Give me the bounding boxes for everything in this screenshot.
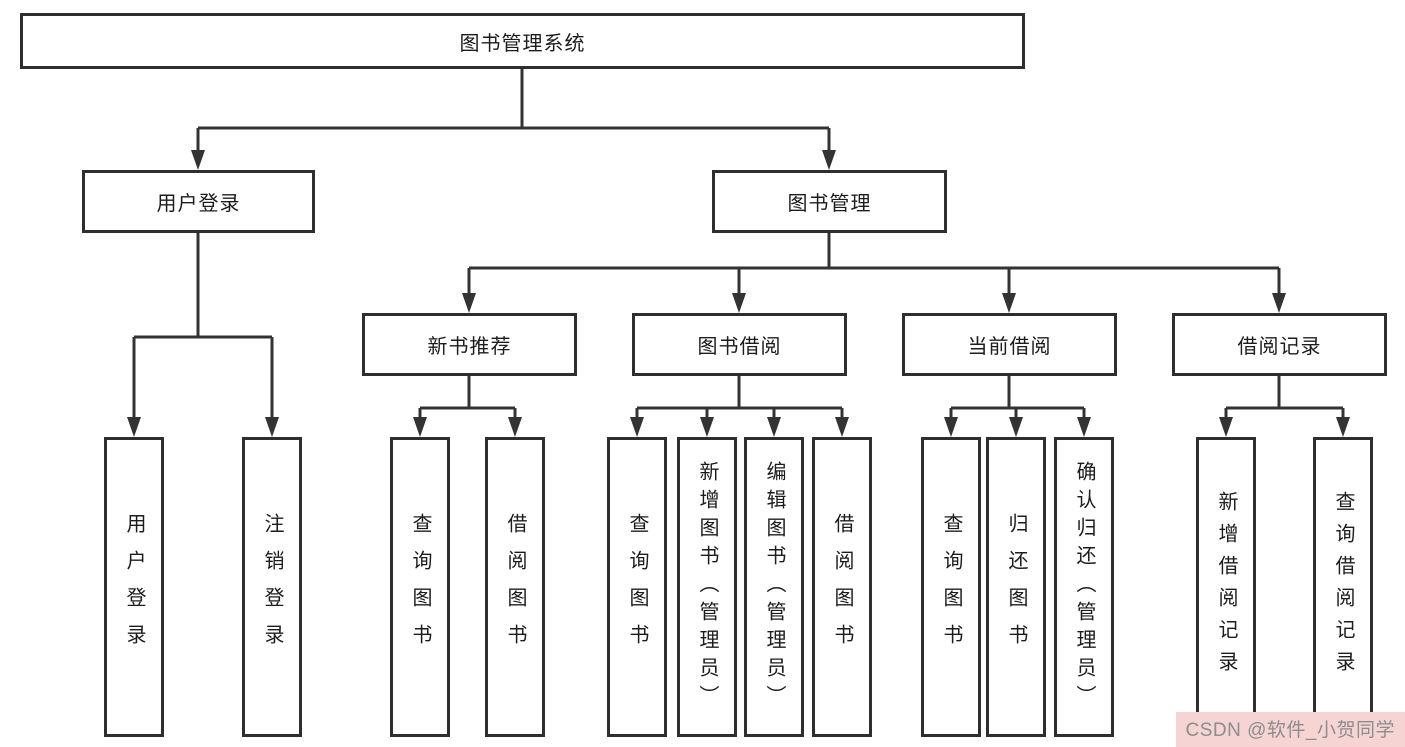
arrow-down-icon	[835, 417, 849, 437]
arrow-down-icon	[767, 417, 781, 437]
leaf-query-books-current: 查询图书	[921, 437, 981, 737]
arrowheads-level2	[191, 150, 836, 170]
csdn-watermark: CSDN @软件_小贺同学	[1175, 712, 1405, 747]
leaf-query-borrow-record: 查询借阅记录	[1313, 437, 1373, 737]
leaf-label: 新增图书（管理员）	[696, 461, 718, 713]
arrow-down-icon	[265, 417, 279, 437]
leaf-label: 查询借阅记录	[1332, 491, 1354, 683]
arrow-down-icon	[413, 417, 427, 437]
arrowheads-level3	[462, 293, 1286, 313]
node-current-borrow: 当前借阅	[902, 313, 1117, 376]
leaf-label: 用户登录	[123, 513, 145, 661]
arrow-down-icon	[191, 150, 205, 170]
arrow-down-icon	[1336, 417, 1350, 437]
node-user-login: 用户登录	[82, 170, 315, 233]
arrow-down-icon	[630, 417, 644, 437]
connector-bookmgmt-to-level3	[467, 233, 1281, 295]
connector-userlogin-to-leaves	[132, 233, 274, 419]
leaf-add-borrow-record: 新增借阅记录	[1196, 437, 1256, 737]
connector-bookborrow-to-leaves	[635, 376, 844, 419]
arrow-down-icon	[1077, 417, 1091, 437]
leaf-user-login: 用户登录	[104, 437, 164, 737]
leaf-label: 查询图书	[626, 513, 648, 661]
leaf-borrow-books-recommend: 借阅图书	[485, 437, 545, 737]
arrowheads-userlogin	[127, 417, 279, 437]
leaf-query-books-recommend: 查询图书	[390, 437, 450, 737]
connector-borrowrecords-to-leaves	[1224, 376, 1345, 419]
leaf-add-books-admin: 新增图书（管理员）	[677, 437, 737, 737]
arrow-down-icon	[462, 293, 476, 313]
connector-currentborrow-to-leaves	[949, 376, 1086, 419]
node-book-management: 图书管理	[712, 170, 947, 233]
arrow-down-icon	[732, 293, 746, 313]
leaf-edit-books-admin: 编辑图书（管理员）	[744, 437, 804, 737]
leaf-label: 查询图书	[409, 513, 431, 661]
arrow-down-icon	[1272, 293, 1286, 313]
leaf-label: 借阅图书	[831, 513, 853, 661]
leaf-logout: 注销登录	[242, 437, 302, 737]
node-root-system: 图书管理系统	[20, 13, 1025, 69]
leaf-return-books: 归还图书	[986, 437, 1046, 737]
arrow-down-icon	[1009, 417, 1023, 437]
connector-root-to-level2	[196, 69, 831, 152]
node-borrow-records: 借阅记录	[1172, 313, 1387, 376]
arrowheads-newbookrec	[413, 417, 522, 437]
node-new-book-recommend: 新书推荐	[362, 313, 577, 376]
arrow-down-icon	[508, 417, 522, 437]
leaf-borrow-books: 借阅图书	[812, 437, 872, 737]
node-book-borrow: 图书借阅	[632, 313, 847, 376]
arrow-down-icon	[822, 150, 836, 170]
arrow-down-icon	[944, 417, 958, 437]
leaf-label: 借阅图书	[504, 513, 526, 661]
leaf-label: 归还图书	[1005, 513, 1027, 661]
connector-newbookrec-to-leaves	[418, 376, 517, 419]
arrow-down-icon	[1002, 293, 1016, 313]
arrowheads-bookborrow	[630, 417, 849, 437]
arrow-down-icon	[127, 417, 141, 437]
arrowheads-currentborrow	[944, 417, 1091, 437]
leaf-label: 新增借阅记录	[1215, 491, 1237, 683]
leaf-query-books-borrow: 查询图书	[607, 437, 667, 737]
arrowheads-borrowrecords	[1219, 417, 1350, 437]
leaf-confirm-return-admin: 确认归还（管理员）	[1054, 437, 1114, 737]
arrow-down-icon	[700, 417, 714, 437]
leaf-label: 查询图书	[940, 513, 962, 661]
leaf-label: 注销登录	[261, 513, 283, 661]
leaf-label: 确认归还（管理员）	[1073, 461, 1095, 713]
arrow-down-icon	[1219, 417, 1233, 437]
leaf-label: 编辑图书（管理员）	[763, 461, 785, 713]
